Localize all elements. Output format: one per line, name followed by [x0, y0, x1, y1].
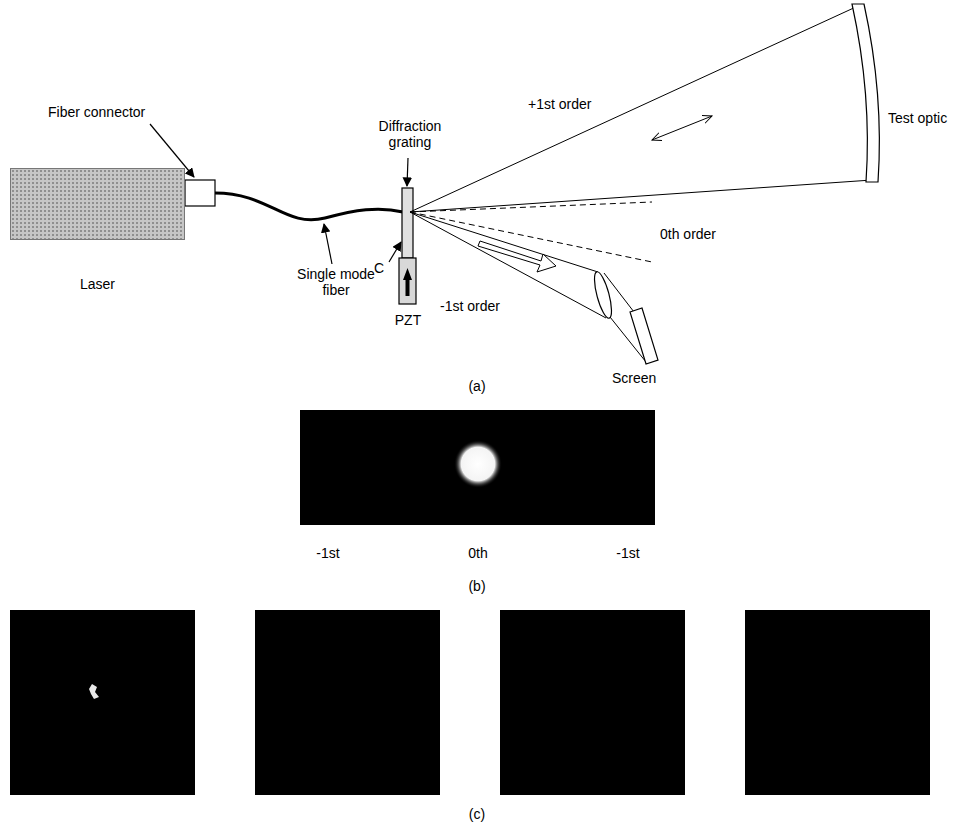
beam-line [410, 180, 872, 212]
beam-line [410, 6, 858, 212]
light-spot [454, 440, 502, 488]
part-label: Diffraction grating [365, 118, 455, 150]
order-label: +1st order [528, 96, 591, 112]
part-label: Screen [612, 370, 656, 386]
beam-line [410, 212, 606, 318]
leader-line [324, 224, 332, 264]
part-label: Test optic [888, 110, 947, 126]
leader-line [389, 242, 401, 262]
zero-order-line [410, 202, 652, 212]
camera-image [10, 610, 195, 795]
lens [591, 270, 615, 319]
direction-arrow [478, 241, 556, 272]
part-label: Fiber connector [48, 104, 145, 120]
leader-line [407, 158, 408, 186]
zero-order-line [410, 212, 652, 262]
laser-unit: Laser [10, 168, 185, 292]
motion-arrow [652, 116, 712, 140]
panel-label: (b) [468, 578, 485, 594]
order-label: -1st [616, 545, 639, 561]
order-label: -1st order [440, 298, 500, 314]
part-label: Single mode fiber [291, 266, 381, 298]
panel-label: (a) [468, 378, 485, 394]
device-label: Laser [10, 240, 185, 292]
point-label: C [374, 260, 384, 276]
light-speck [89, 684, 99, 699]
pzt-arrow [403, 268, 412, 296]
camera-image [500, 610, 685, 795]
camera-image [300, 410, 655, 525]
single-mode-fiber [215, 193, 403, 220]
camera-image [745, 610, 930, 795]
diffraction-grating [402, 188, 413, 258]
test-optic-mirror [852, 4, 879, 182]
pzt-actuator [399, 258, 416, 304]
screen [630, 308, 658, 364]
order-label: -1st [316, 545, 339, 561]
order-label: 0th order [660, 226, 716, 242]
panel-label: (c) [469, 806, 485, 822]
fiber-connector [185, 180, 215, 206]
camera-image [255, 610, 440, 795]
order-label: 0th [468, 545, 487, 561]
part-label: PZT [395, 312, 421, 328]
laser-body [10, 168, 185, 240]
beam-line [604, 273, 634, 312]
